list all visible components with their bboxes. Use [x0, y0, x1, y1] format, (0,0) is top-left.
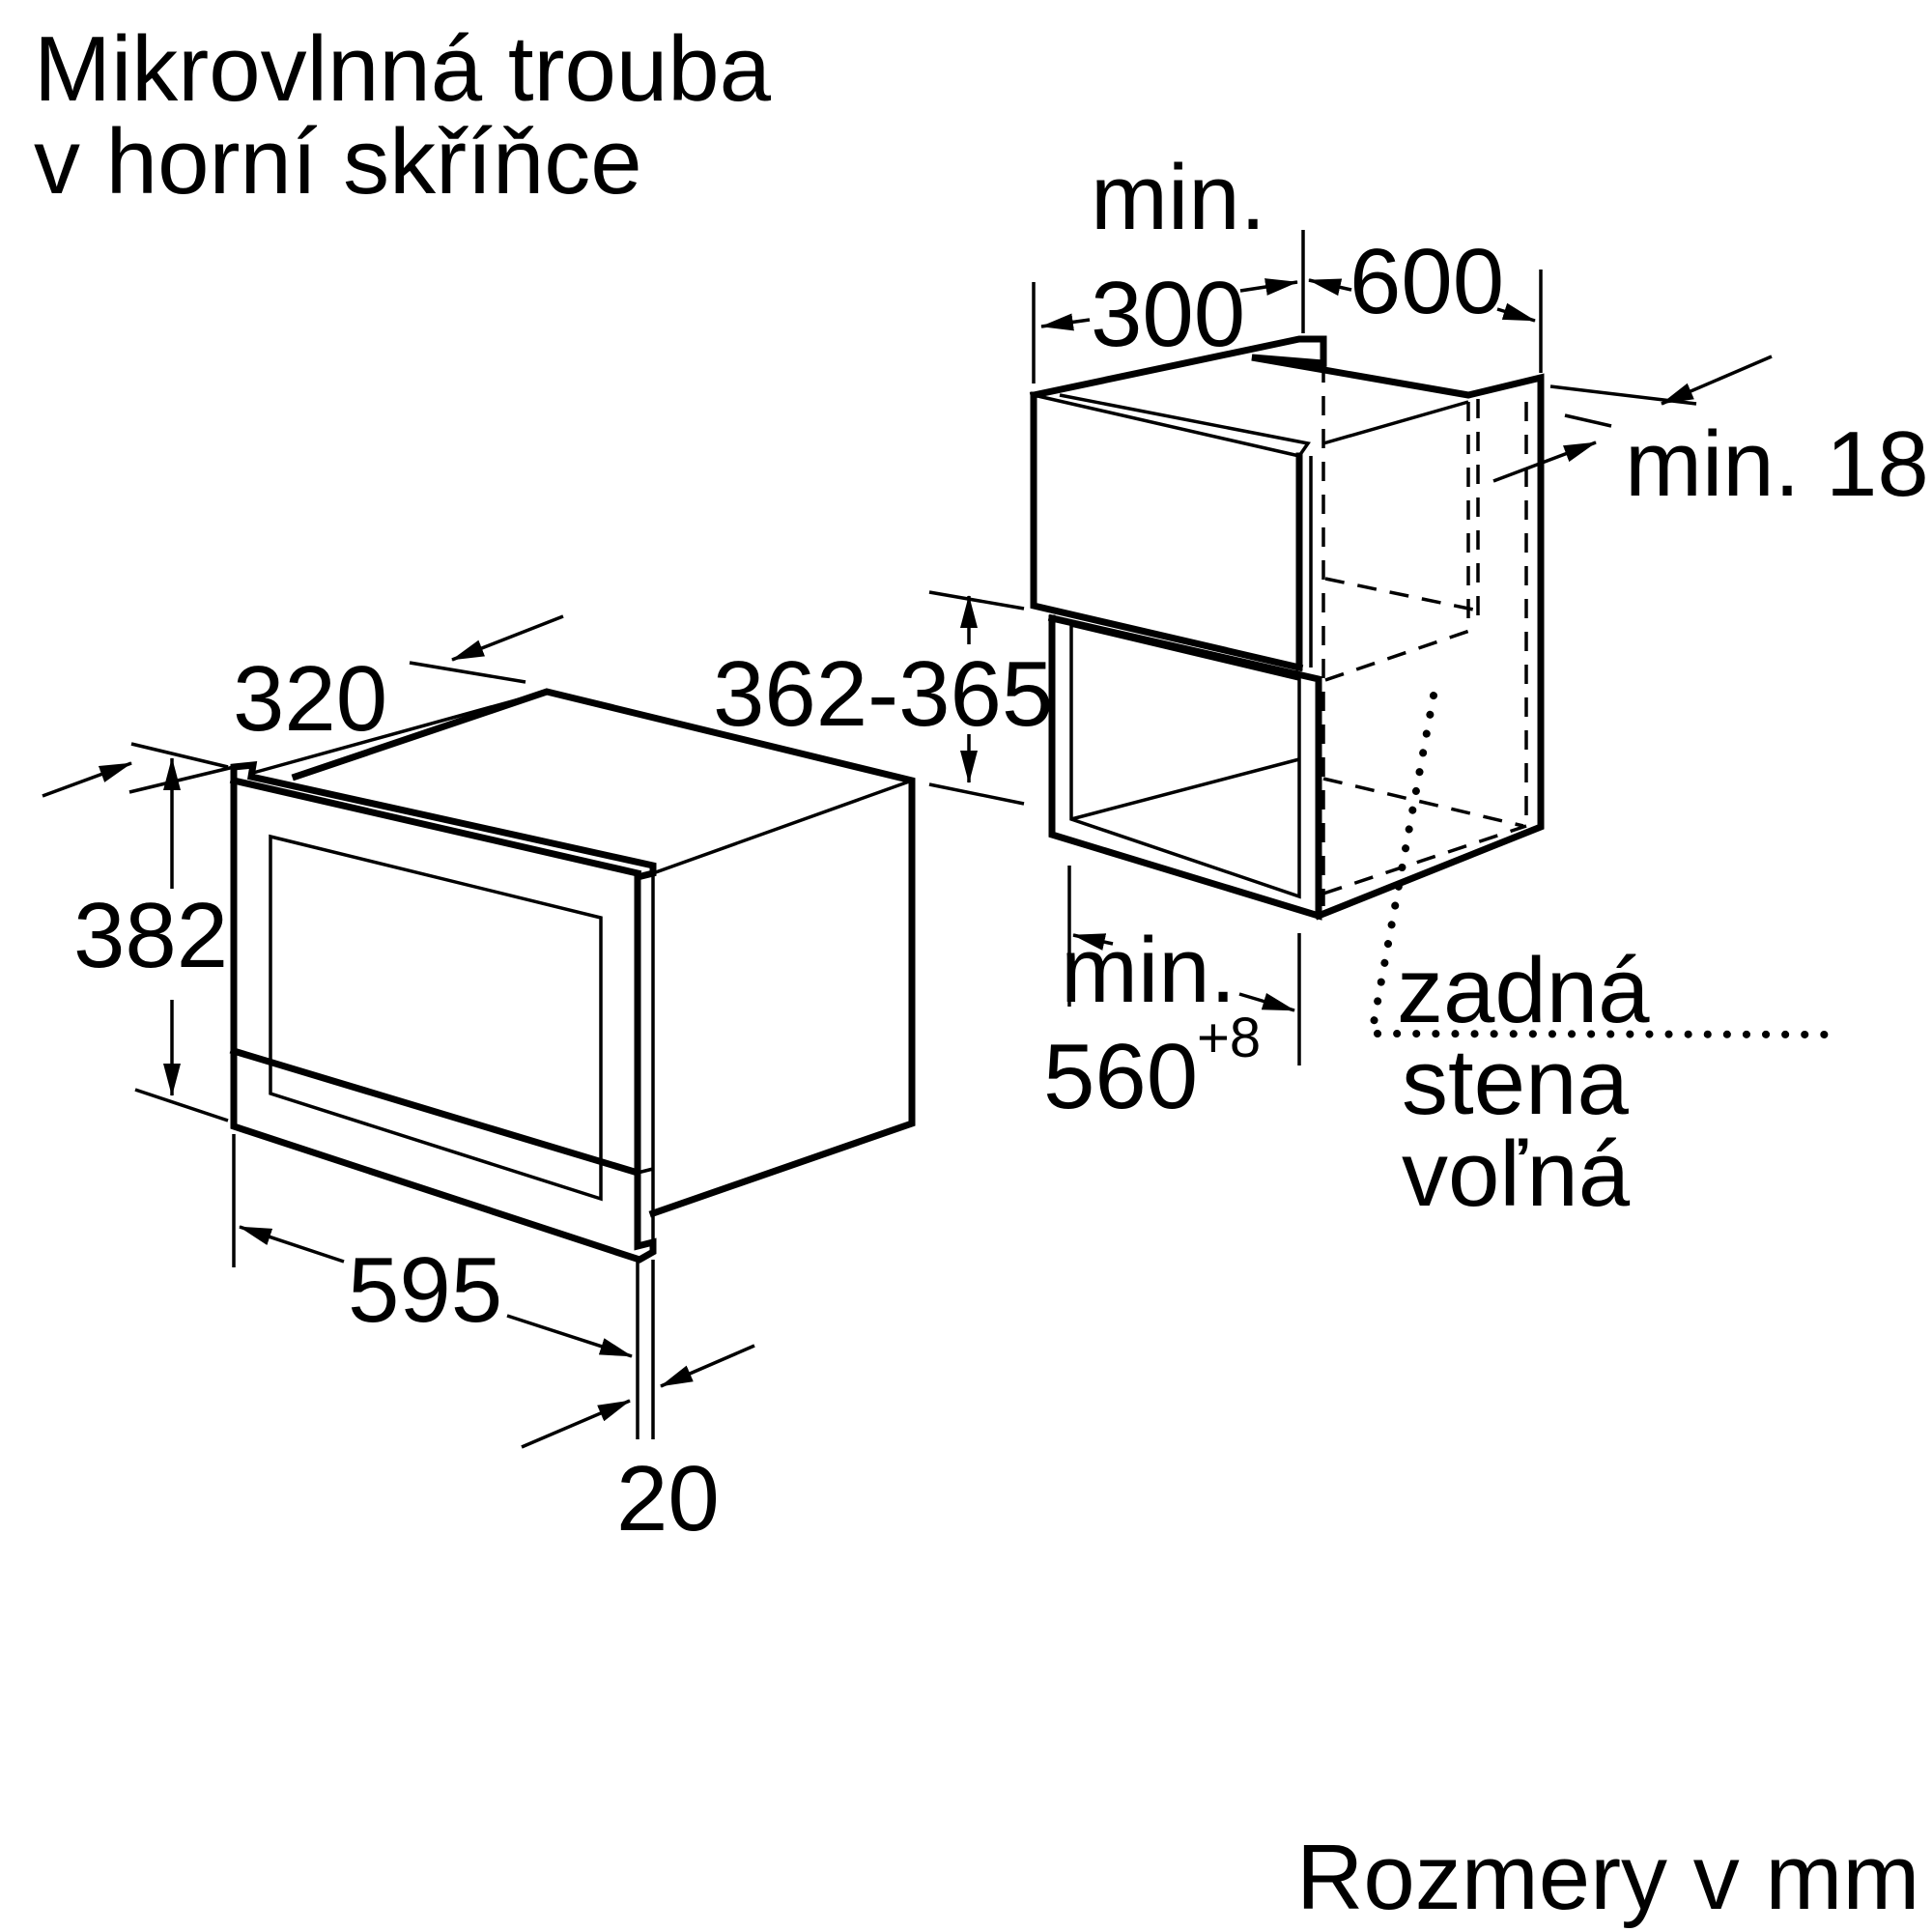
back-wall-line-3: voľná — [1402, 1122, 1631, 1226]
upper-cabinet — [1029, 335, 1545, 921]
oven-body — [291, 688, 916, 1218]
niche-height-label: 362-365 — [713, 642, 1053, 746]
back-wall-dotted-line — [1367, 692, 1834, 1038]
oven-control-strip — [229, 1046, 642, 1178]
microwave-oven-drawing: 320 382 595 20 — [42, 614, 916, 1550]
back-wall-line-2: stena — [1402, 1031, 1629, 1134]
oven-height-label: 382 — [73, 884, 228, 987]
oven-panel-label: 20 — [616, 1447, 720, 1550]
cabinet-depth-label: 600 — [1350, 230, 1504, 333]
niche-width-label: 560 — [1043, 1025, 1198, 1128]
side-thickness-label: min. 18 — [1625, 412, 1929, 516]
title-line-1: Mikrovlnná trouba — [34, 17, 772, 121]
back-wall-line-1: zadná — [1397, 939, 1650, 1042]
cabinet-drawing: min. 300 600 min. 18 362-365 min. 560 +8 — [713, 146, 1929, 1128]
title-line-2: v horní skříňce — [34, 110, 642, 213]
top-depth-label: 300 — [1091, 263, 1245, 366]
niche-width-tolerance: +8 — [1197, 1007, 1261, 1069]
units-footer: Rozmery v mm — [1296, 1826, 1919, 1929]
oven-window — [269, 834, 603, 1202]
oven-depth-label: 320 — [233, 647, 387, 751]
oven-front-frame — [230, 761, 657, 1264]
top-min-label: min. — [1091, 146, 1265, 249]
oven-width-label: 595 — [348, 1238, 502, 1342]
cabinet-niche — [1047, 613, 1322, 921]
